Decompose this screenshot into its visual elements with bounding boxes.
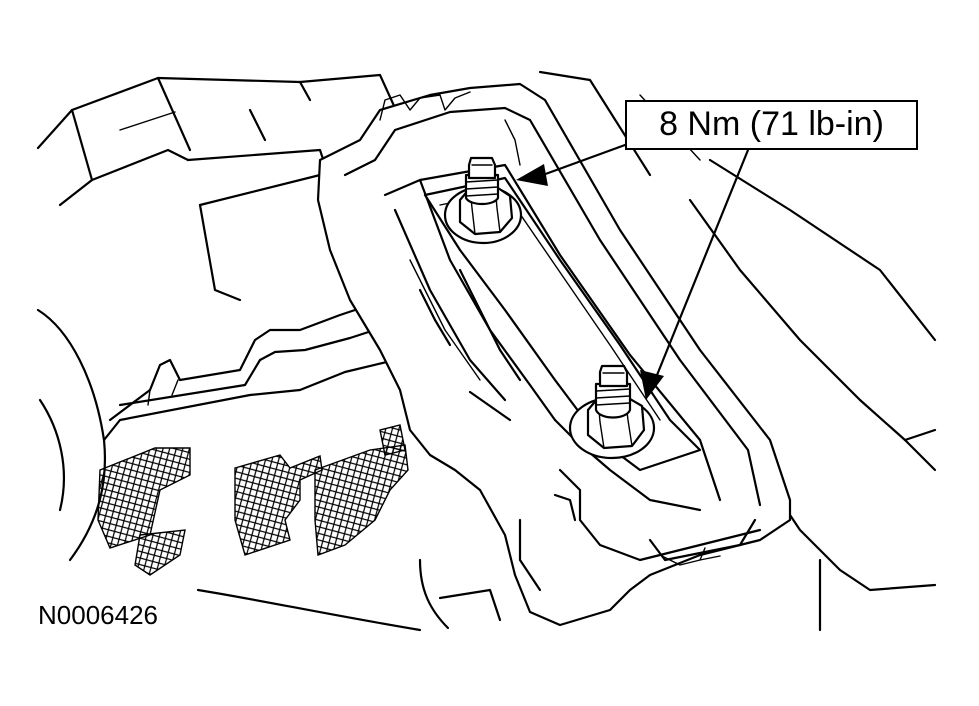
lower-frame-lines xyxy=(196,558,502,632)
arrow-upper-icon xyxy=(516,164,548,186)
mesh-texture xyxy=(97,424,409,576)
torque-callout: 8 Nm (71 lb-in) xyxy=(625,100,918,150)
upper-left-housing xyxy=(36,73,397,302)
left-housing xyxy=(36,298,397,562)
upper-nut xyxy=(443,156,523,245)
callout-leaders xyxy=(516,143,750,400)
lower-nut xyxy=(568,364,656,460)
torque-label: 8 Nm (71 lb-in) xyxy=(659,105,884,143)
figure-id: N0006426 xyxy=(38,600,158,630)
arrow-lower-icon xyxy=(640,370,664,400)
